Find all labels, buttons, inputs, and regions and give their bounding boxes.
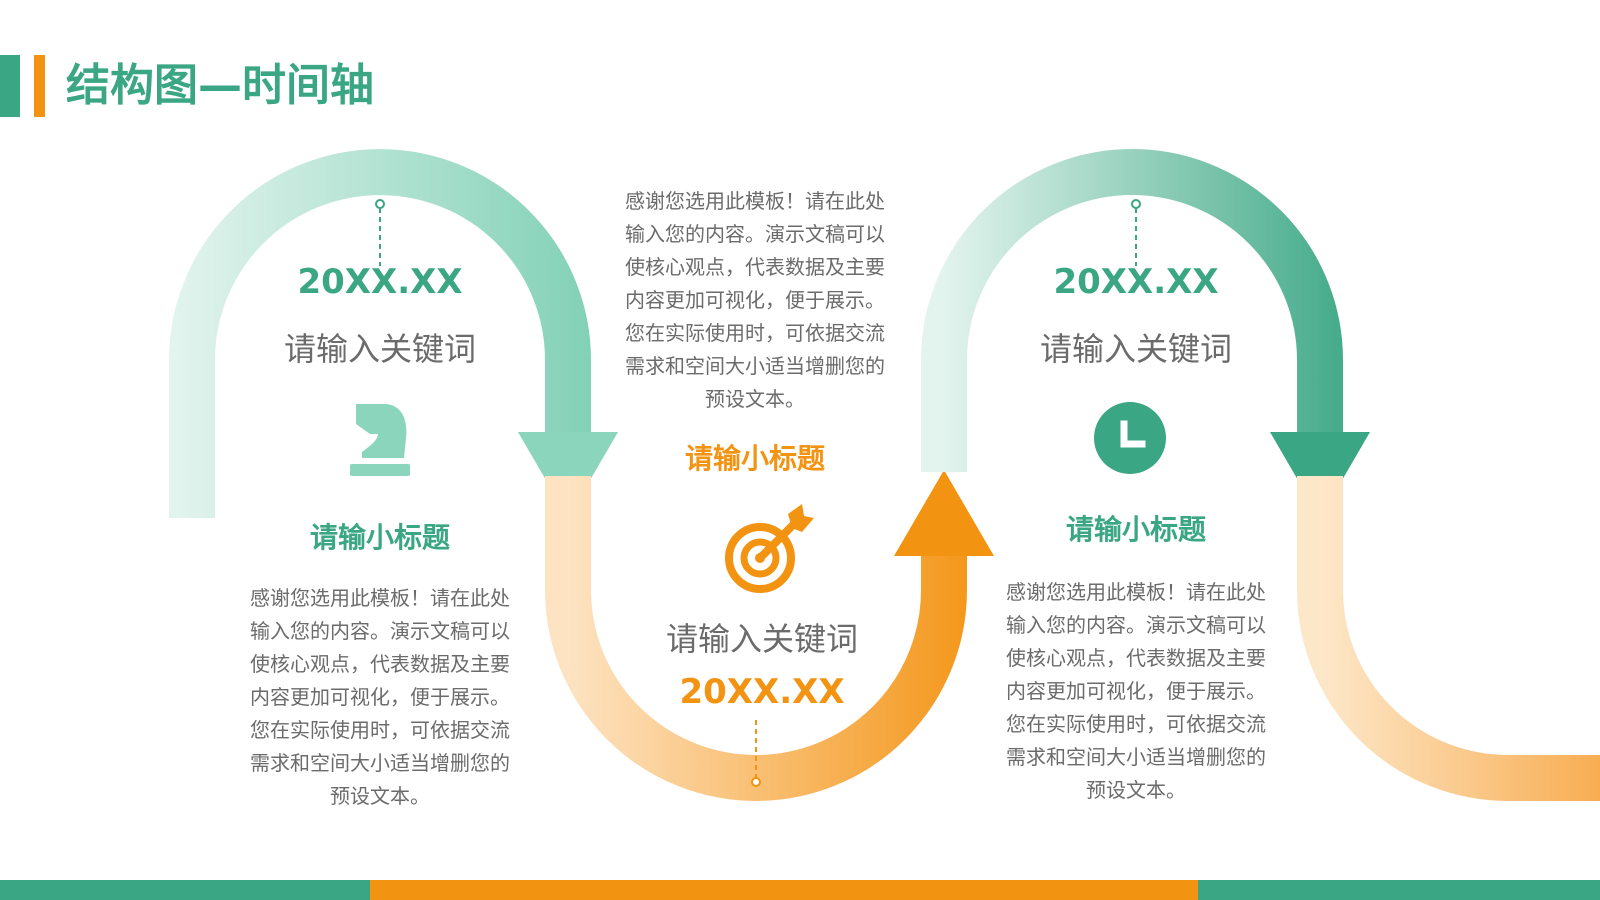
node-1-keyword: 请输入关键词 <box>283 330 476 368</box>
node-2-line: 您在实际使用时，可依据交流 <box>625 321 885 345</box>
node-1-line: 预设文本。 <box>330 784 430 808</box>
node-3-line: 您在实际使用时，可依据交流 <box>1006 712 1266 736</box>
node-3-date: 20XX.XX <box>1053 262 1219 302</box>
node-2-body: 感谢您选用此模板！请在此处 输入您的内容。演示文稿可以 使核心观点，代表数据及主… <box>605 185 905 416</box>
timeline-segment-1 <box>169 149 591 518</box>
node-2-line: 内容更加可视化，便于展示。 <box>625 288 885 312</box>
timeline-arrow-down-1 <box>518 432 618 518</box>
chess-knight-icon <box>346 400 414 484</box>
node-3-line: 需求和空间大小适当增删您的 <box>1006 745 1266 769</box>
node-2-keyword: 请输入关键词 <box>665 620 858 658</box>
node-3-line: 感谢您选用此模板！请在此处 <box>1006 580 1266 604</box>
connector-node-3 <box>1131 199 1141 266</box>
connector-node-2 <box>751 720 761 787</box>
node-2-line: 需求和空间大小适当增删您的 <box>625 354 885 378</box>
node-1-line: 您在实际使用时，可依据交流 <box>250 718 510 742</box>
timeline-segment-4 <box>1297 476 1600 801</box>
node-3-line: 使核心观点，代表数据及主要 <box>1006 646 1266 670</box>
node-3-line: 内容更加可视化，便于展示。 <box>1006 679 1266 703</box>
timeline-arrow-down-2 <box>1270 432 1370 518</box>
bottom-bar-orange <box>370 880 1198 900</box>
timeline-segment-3 <box>921 149 1343 472</box>
node-2-line: 使核心观点，代表数据及主要 <box>625 255 885 279</box>
clock-icon <box>1094 402 1166 478</box>
bottom-bar-green-left <box>0 880 370 900</box>
node-1-line: 需求和空间大小适当增删您的 <box>250 751 510 775</box>
node-1-body: 感谢您选用此模板！请在此处 输入您的内容。演示文稿可以 使核心观点，代表数据及主… <box>230 582 530 813</box>
node-1-line: 使核心观点，代表数据及主要 <box>250 652 510 676</box>
title-accent-green <box>0 55 20 117</box>
node-1-date: 20XX.XX <box>297 262 463 302</box>
node-1-line: 感谢您选用此模板！请在此处 <box>250 586 510 610</box>
node-2-date: 20XX.XX <box>679 672 845 712</box>
node-3-line: 输入您的内容。演示文稿可以 <box>1006 613 1266 637</box>
node-3-line: 预设文本。 <box>1086 778 1186 802</box>
timeline-arrow-up <box>894 470 994 556</box>
page-title: 结构图—时间轴 <box>66 60 374 111</box>
node-3-subtitle: 请输小标题 <box>1065 513 1206 546</box>
node-1-subtitle: 请输小标题 <box>309 521 450 554</box>
node-2-subtitle: 请输小标题 <box>684 442 825 475</box>
node-2-line: 预设文本。 <box>705 387 805 411</box>
node-2-line: 感谢您选用此模板！请在此处 <box>625 189 885 213</box>
node-1-line: 内容更加可视化，便于展示。 <box>250 685 510 709</box>
node-3-body: 感谢您选用此模板！请在此处 输入您的内容。演示文稿可以 使核心观点，代表数据及主… <box>986 576 1286 807</box>
title-accent-orange <box>34 55 45 117</box>
target-arrow-icon <box>722 502 818 598</box>
node-2-line: 输入您的内容。演示文稿可以 <box>625 222 885 246</box>
node-3-keyword: 请输入关键词 <box>1039 330 1232 368</box>
node-1-line: 输入您的内容。演示文稿可以 <box>250 619 510 643</box>
connector-node-1 <box>375 199 385 266</box>
bottom-bar-green-right <box>1198 880 1600 900</box>
